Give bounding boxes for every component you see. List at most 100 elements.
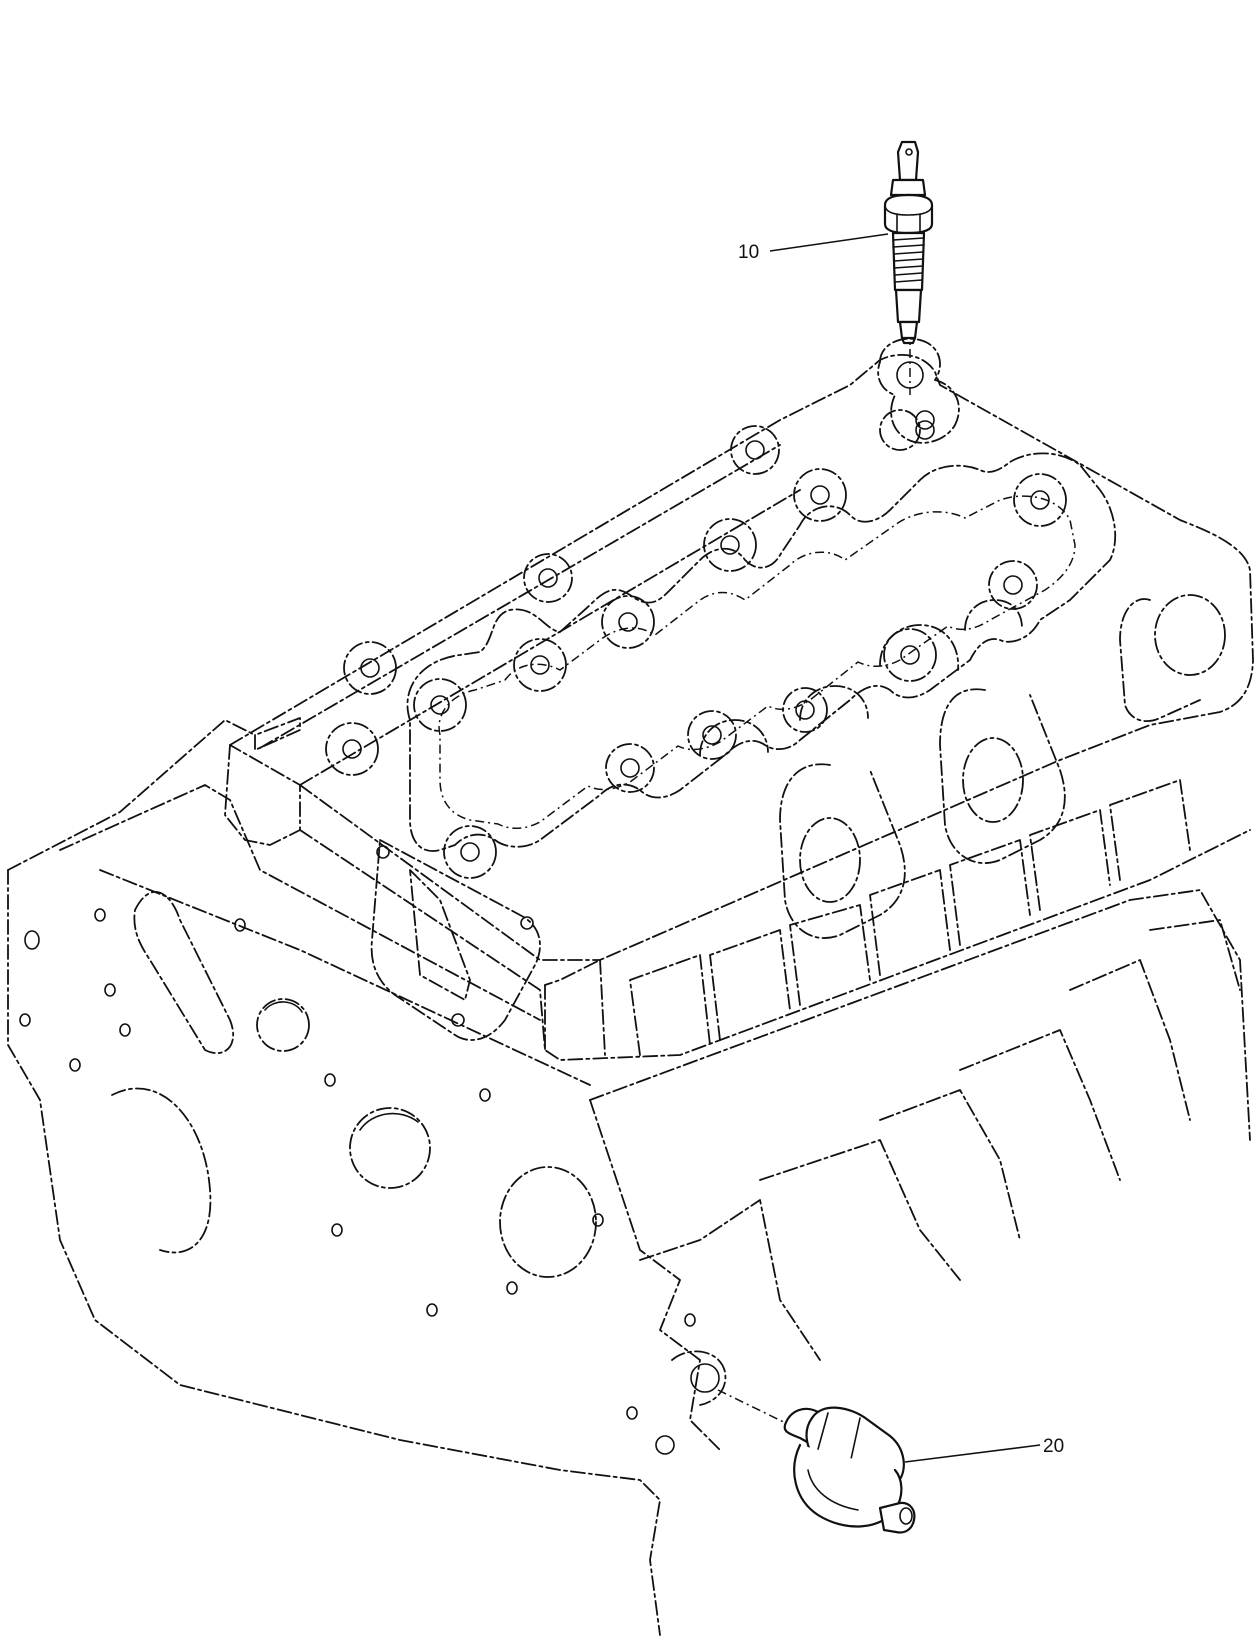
block-side-top <box>589 889 1251 1141</box>
front-bore-small <box>256 998 310 1052</box>
head-rib-3 <box>789 904 871 1006</box>
block-deck-edge <box>59 784 541 1021</box>
head-front-plate-inner <box>409 869 471 1001</box>
engine-block <box>7 719 1251 1636</box>
port-3 <box>1154 594 1226 676</box>
head-boss-12 <box>782 687 828 733</box>
valve-arc-2 <box>799 685 869 721</box>
part-20-body <box>793 1443 903 1528</box>
head-left-bracket <box>224 744 301 846</box>
head-front-corner-2 <box>599 959 606 1056</box>
port-2 <box>962 737 1024 823</box>
head-rib-6 <box>1029 809 1111 911</box>
callout-10-leader <box>769 233 889 252</box>
glow-plug-boss-hole <box>915 410 935 430</box>
valve-arc-1 <box>699 719 769 756</box>
part-10-hex-edge <box>884 204 933 216</box>
sensor-port <box>690 1363 720 1393</box>
head-boss-4 <box>443 825 497 879</box>
part-10-terminal <box>896 140 920 182</box>
part-20-terminal-end <box>899 1507 913 1525</box>
block-rib-3 <box>879 1089 1021 1241</box>
head-rib-4 <box>869 869 951 976</box>
port-flange-1 <box>779 763 906 939</box>
front-slot-opening <box>133 891 235 1055</box>
head-boss-7 <box>601 595 655 649</box>
part-20-switch <box>783 1406 916 1534</box>
part-10-tip <box>898 320 919 340</box>
front-bore-small-inner <box>264 1001 303 1013</box>
sensor-boss-hole <box>655 1435 675 1455</box>
head-top-outline <box>229 353 1254 986</box>
head-boss-17 <box>879 409 935 451</box>
callout-20-label: 20 <box>1043 1436 1064 1457</box>
front-bore-large <box>111 1087 212 1254</box>
part-20-terminal <box>878 1501 916 1534</box>
head-boss-5 <box>523 553 573 603</box>
block-front-outline <box>7 869 661 1636</box>
block-rib-4 <box>959 1029 1121 1181</box>
head-boss-6 <box>513 638 567 692</box>
port-flange-2 <box>939 688 1066 864</box>
head-left-lip <box>254 717 301 751</box>
valve-arc-3 <box>879 624 959 671</box>
head-rib-5 <box>949 839 1031 946</box>
sensor-boss <box>671 1350 727 1406</box>
head-rib-7 <box>1109 779 1191 881</box>
block-top-left-edge <box>7 719 256 871</box>
callout-20: 20 <box>904 1436 1064 1463</box>
head-bolt-bosses <box>325 409 1067 879</box>
part-10-shank <box>894 288 923 324</box>
head-rib-2 <box>709 929 791 1041</box>
front-bore-mid <box>349 1107 431 1189</box>
callout-10: 10 <box>738 233 889 263</box>
part-20-body-edge <box>807 1469 859 1511</box>
head-bottom-edge <box>299 829 1251 1061</box>
front-plate-hole-3 <box>451 1013 465 1027</box>
part-10-sender <box>883 140 934 345</box>
block-rib-5 <box>1069 959 1191 1121</box>
head-rib-1 <box>629 954 711 1056</box>
front-bore-right <box>499 1166 597 1278</box>
head-boss-1 <box>343 641 397 695</box>
head-ridge <box>259 444 781 749</box>
callout-20-leader <box>904 1444 1041 1463</box>
valve-arc-4 <box>964 599 1023 631</box>
head-lower-edge <box>299 784 601 961</box>
head-boss-8 <box>605 743 655 793</box>
head-boss-13 <box>883 628 937 682</box>
head-boss-10 <box>687 710 737 760</box>
glow-plug-boss-outline <box>877 337 960 444</box>
block-rib-6 <box>1149 919 1241 991</box>
block-deck-inner <box>99 869 591 1086</box>
head-boss-11 <box>793 468 847 522</box>
head-boss-2 <box>413 678 467 732</box>
front-plate-hole-2 <box>520 916 534 930</box>
front-plate-hole-1 <box>376 845 390 859</box>
cylinder-head <box>224 353 1254 1061</box>
gasket-inner-line <box>438 495 1076 829</box>
front-bolt-holes <box>19 908 696 1420</box>
block-rib-2 <box>759 1139 961 1281</box>
head-boss-15 <box>1013 473 1067 527</box>
head-front-plate <box>370 839 541 1041</box>
block-side-edge <box>589 1099 721 1451</box>
callout-10-label: 10 <box>738 242 759 263</box>
part-10-terminal-hole <box>905 148 913 156</box>
glow-plug-boss <box>877 330 960 444</box>
front-bore-mid-inner <box>359 1112 419 1131</box>
head-boss-14 <box>988 560 1038 610</box>
head-boss-16 <box>730 425 780 475</box>
block-rib-1 <box>639 1199 821 1361</box>
part-10-collar <box>889 178 927 197</box>
part-10-hex <box>883 193 934 235</box>
port-1 <box>799 817 861 903</box>
head-boss-3 <box>325 722 379 776</box>
part-10-tip-end <box>900 336 917 345</box>
part-10-thread-lines <box>892 237 925 283</box>
port-flange-3 <box>1119 598 1201 722</box>
head-boss-9 <box>703 518 757 572</box>
valve-seats <box>699 599 1023 756</box>
